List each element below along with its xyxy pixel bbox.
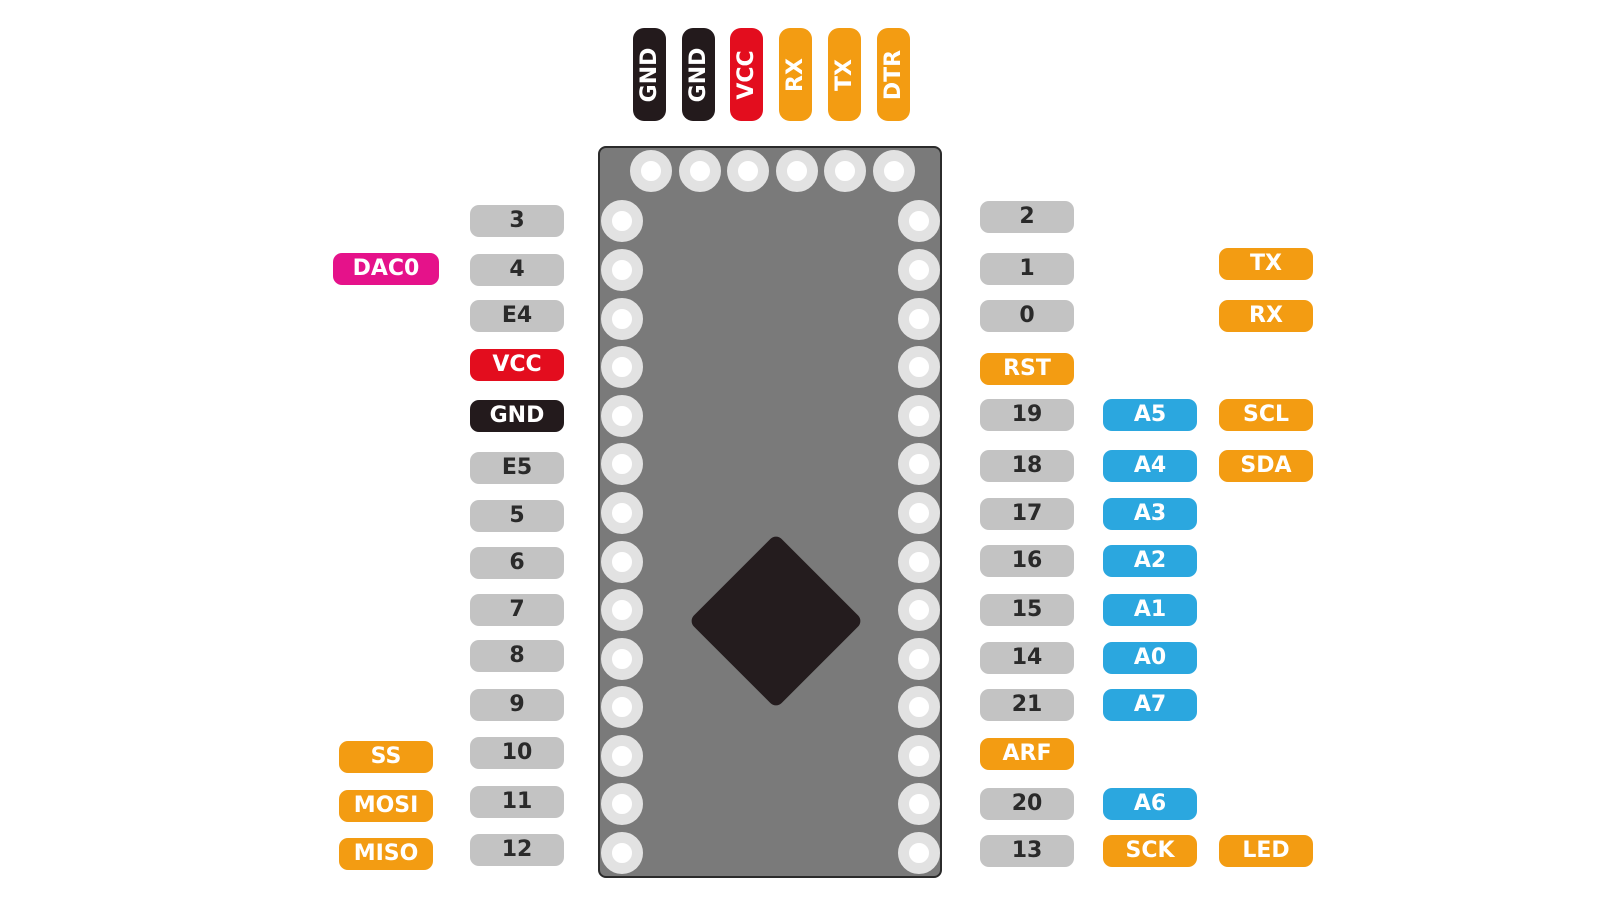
pin-label-gnd: GND [470, 400, 564, 432]
pro-micro-board [598, 146, 942, 878]
function-label-dac0: DAC0 [333, 253, 439, 285]
pin-label-0: 0 [980, 300, 1074, 332]
analog-label-a5: A5 [1103, 399, 1197, 431]
analog-label-a2: A2 [1103, 545, 1197, 577]
function-label-sck: SCK [1103, 835, 1197, 867]
header-label-dtr: DTR [877, 28, 910, 121]
pin-hole [898, 541, 940, 583]
pin-label-21: 21 [980, 689, 1074, 721]
pin-label-rst: RST [980, 353, 1074, 385]
function-label-led: LED [1219, 835, 1313, 867]
analog-label-a7: A7 [1103, 689, 1197, 721]
pin-hole [601, 832, 643, 874]
analog-label-a1: A1 [1103, 594, 1197, 626]
pin-hole [601, 200, 643, 242]
pin-hole [898, 492, 940, 534]
pin-hole [601, 249, 643, 291]
pin-hole [898, 443, 940, 485]
pin-hole [601, 492, 643, 534]
header-label-rx: RX [779, 28, 812, 121]
function-label-ss: SS [339, 741, 433, 773]
pin-label-arf: ARF [980, 738, 1074, 770]
header-label-tx: TX [828, 28, 861, 121]
pin-label-7: 7 [470, 594, 564, 626]
pin-label-8: 8 [470, 640, 564, 672]
pin-hole [898, 589, 940, 631]
pin-hole [601, 443, 643, 485]
pin-hole [898, 783, 940, 825]
pin-label-5: 5 [470, 500, 564, 532]
pin-hole [601, 346, 643, 388]
function-label-miso: MISO [339, 838, 433, 870]
pin-label-13: 13 [980, 835, 1074, 867]
pin-label-3: 3 [470, 205, 564, 237]
pin-hole [898, 200, 940, 242]
function-label-rx: RX [1219, 300, 1313, 332]
header-hole [679, 150, 721, 192]
header-label-vcc: VCC [730, 28, 763, 121]
pin-label-11: 11 [470, 786, 564, 818]
function-label-mosi: MOSI [339, 790, 433, 822]
header-hole [873, 150, 915, 192]
analog-label-a6: A6 [1103, 788, 1197, 820]
header-label-gnd-1: GND [633, 28, 666, 121]
header-hole [727, 150, 769, 192]
pin-hole [601, 589, 643, 631]
function-label-sda: SDA [1219, 450, 1313, 482]
pin-label-17: 17 [980, 498, 1074, 530]
pin-hole [601, 686, 643, 728]
pin-label-1: 1 [980, 253, 1074, 285]
pin-hole [898, 298, 940, 340]
pin-hole [898, 249, 940, 291]
function-label-scl: SCL [1219, 399, 1313, 431]
pin-label-16: 16 [980, 545, 1074, 577]
pin-hole [898, 735, 940, 777]
analog-label-a3: A3 [1103, 498, 1197, 530]
pin-hole [601, 735, 643, 777]
function-label-tx: TX [1219, 248, 1313, 280]
pin-label-19: 19 [980, 399, 1074, 431]
pin-hole [601, 541, 643, 583]
pin-label-e5: E5 [470, 452, 564, 484]
pin-label-10: 10 [470, 737, 564, 769]
pin-hole [898, 346, 940, 388]
pin-hole [898, 686, 940, 728]
pin-hole [898, 395, 940, 437]
pin-label-12: 12 [470, 834, 564, 866]
pin-label-18: 18 [980, 450, 1074, 482]
pin-label-2: 2 [980, 201, 1074, 233]
pin-label-9: 9 [470, 689, 564, 721]
pin-hole [601, 638, 643, 680]
pin-label-vcc: VCC [470, 349, 564, 381]
analog-label-a4: A4 [1103, 450, 1197, 482]
pin-label-14: 14 [980, 642, 1074, 674]
analog-label-a0: A0 [1103, 642, 1197, 674]
header-hole [776, 150, 818, 192]
pin-label-6: 6 [470, 547, 564, 579]
pin-hole [601, 783, 643, 825]
pin-hole [601, 298, 643, 340]
pin-label-20: 20 [980, 788, 1074, 820]
pin-label-4: 4 [470, 254, 564, 286]
header-label-gnd-2: GND [682, 28, 715, 121]
pin-hole [898, 638, 940, 680]
header-hole [824, 150, 866, 192]
pin-label-15: 15 [980, 594, 1074, 626]
pin-hole [601, 395, 643, 437]
pin-hole [898, 832, 940, 874]
pin-label-e4: E4 [470, 300, 564, 332]
header-hole [630, 150, 672, 192]
